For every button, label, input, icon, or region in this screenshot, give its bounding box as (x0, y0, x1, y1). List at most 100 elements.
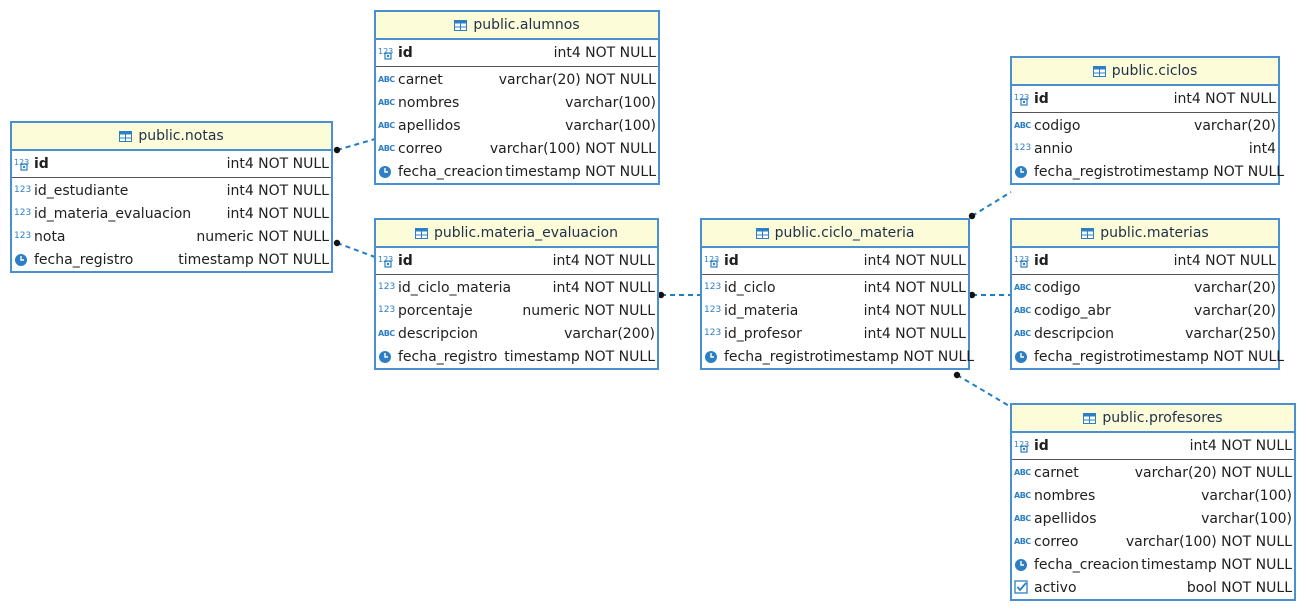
relation-endpoint-dot (333, 239, 341, 247)
table-header[interactable]: public.ciclos (1012, 58, 1278, 86)
numeric-key-icon: 123 (14, 157, 34, 171)
numeric-key-icon: 123 (378, 254, 398, 268)
clock-icon (14, 253, 34, 267)
numeric-icon: 123 (14, 208, 32, 218)
relation-endpoint-dot (953, 371, 961, 379)
column-type: int4 NOT NULL (1173, 253, 1276, 269)
column-type: numeric NOT NULL (196, 228, 329, 245)
column-type: bool NOT NULL (1186, 579, 1292, 596)
column-type: int4 NOT NULL (553, 45, 656, 61)
text-icon: ABC (1014, 282, 1031, 292)
table-header[interactable]: public.materia_evaluacion (376, 220, 657, 248)
relation-endpoint-dot (333, 146, 341, 154)
table-header[interactable]: public.alumnos (376, 12, 658, 40)
text-icon: ABC (378, 143, 395, 153)
column-name: codigo (1034, 279, 1081, 296)
table-icon (1081, 227, 1095, 239)
column-name: id_materia_evaluacion (34, 205, 192, 222)
table-header[interactable]: public.notas (12, 123, 331, 151)
column-name: fecha_registro (1034, 163, 1134, 180)
table-title: public.ciclos (1111, 63, 1198, 79)
column-name: id_materia (724, 302, 799, 319)
numeric-key-icon: 123 (1014, 254, 1034, 268)
column-type: timestamp NOT NULL (1133, 348, 1285, 365)
text-icon: ABC (1014, 513, 1031, 523)
table-header[interactable]: public.materias (1012, 220, 1278, 248)
numeric-icon: 123 (704, 328, 722, 338)
svg-text:123: 123 (1014, 93, 1029, 102)
text-icon: ABC (1014, 305, 1031, 315)
clock-icon (1014, 350, 1034, 364)
column-name: nombres (1034, 487, 1096, 504)
table-header[interactable]: public.profesores (1012, 405, 1294, 433)
relation-ciclo-materia-ciclos (971, 191, 1012, 217)
column-type: int4 NOT NULL (863, 279, 966, 296)
column-type: int4 NOT NULL (552, 279, 655, 296)
table-header[interactable]: public.ciclo_materia (702, 220, 968, 248)
table-icon (755, 227, 769, 239)
column-name: apellidos (1034, 510, 1097, 527)
relation-notas-alumnos (336, 138, 376, 151)
clock-icon (1014, 558, 1034, 572)
column-type: numeric NOT NULL (522, 302, 655, 319)
numeric-key-icon: 123 (1014, 92, 1034, 106)
column-name: id (398, 45, 413, 61)
column-name: id (1034, 438, 1049, 454)
column-type: varchar(20) NOT NULL (1134, 464, 1292, 481)
column-name: codigo (1034, 117, 1081, 134)
column-type: int4 NOT NULL (1173, 91, 1276, 107)
column-name: annio (1034, 140, 1073, 157)
column-type: timestamp NOT NULL (823, 348, 975, 365)
column-name: codigo_abr (1034, 302, 1111, 319)
column-name: fecha_registro (1034, 348, 1134, 365)
table-icon (415, 227, 429, 239)
column-name: id_ciclo (724, 279, 776, 296)
